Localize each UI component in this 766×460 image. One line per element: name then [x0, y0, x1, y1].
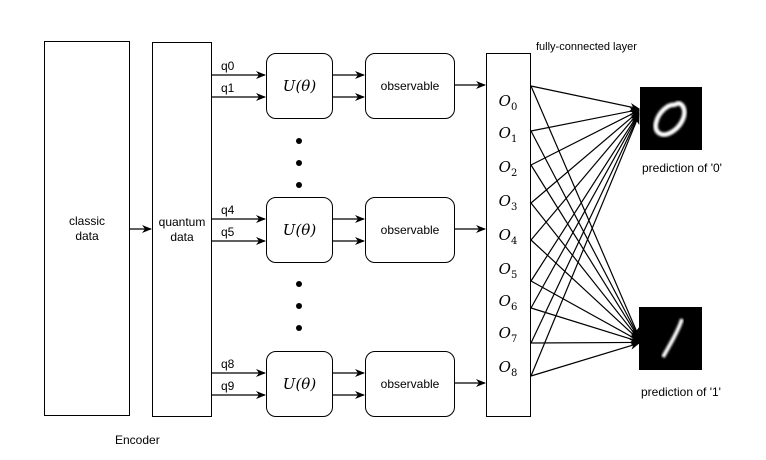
observable-box: observable [365, 351, 455, 417]
digit-image-0 [640, 87, 702, 150]
fc-connection-o1-to-pred1 [530, 130, 640, 339]
fc-output-index: 4 [510, 236, 518, 247]
ellipsis-dot [296, 281, 302, 287]
fc-connection-o2-to-pred0 [530, 109, 640, 166]
fc-connection-o5-to-pred0 [530, 111, 640, 282]
digit-zero-glyph [653, 101, 687, 137]
fc-output-symbol: O [498, 92, 511, 110]
fc-output-label: O2 [486, 158, 530, 179]
fc-connection-o6-to-pred0 [530, 112, 640, 309]
unitary-gate-box: U(θ) [266, 53, 333, 119]
quantum-data-box: quantum data [152, 42, 212, 417]
fc-output-label: O7 [486, 324, 530, 345]
qubit-label: q9 [221, 379, 235, 393]
fc-connection-o5-to-pred1 [530, 280, 640, 342]
fc-connection-o4-to-pred0 [530, 111, 640, 241]
ellipsis-dot [296, 138, 302, 144]
qubit-label: q4 [221, 203, 235, 217]
fc-layer-box [486, 53, 531, 417]
fc-connection-o7-to-pred1 [530, 338, 640, 347]
fc-connection-o3-to-pred1 [530, 202, 640, 340]
fc-output-symbol: O [498, 124, 511, 142]
fc-output-label: O4 [486, 226, 530, 247]
ellipsis-dot [296, 160, 302, 166]
classic-data-label-line2: data [75, 228, 99, 243]
observable-box: observable [365, 197, 455, 263]
observable-label: observable [380, 222, 440, 237]
fc-output-index: 6 [510, 302, 518, 313]
fc-connection-o1-to-pred0 [530, 107, 640, 132]
encoder-label: Encoder [115, 433, 160, 447]
qubit-label: q8 [221, 357, 235, 371]
prediction-label-1: prediction of '1' [641, 385, 721, 399]
fc-output-label: O1 [486, 124, 530, 145]
fc-layer-title: fully-connected layer [536, 41, 637, 53]
unitary-gate-box: U(θ) [266, 197, 333, 263]
fc-output-label: O6 [486, 292, 530, 313]
ellipsis-dot [296, 182, 302, 188]
ellipsis-dot [296, 325, 302, 331]
fc-output-symbol: O [498, 158, 511, 176]
fc-output-symbol: O [498, 192, 511, 210]
digit-one-glyph [661, 318, 684, 358]
unitary-gate-label: U(θ) [282, 220, 317, 239]
fc-connection-o0-to-pred0 [530, 85, 640, 111]
unitary-gate-label: U(θ) [282, 374, 317, 393]
quantum-data-label-line2: data [170, 229, 194, 244]
qubit-label: q1 [221, 81, 235, 95]
fc-output-index: 0 [510, 102, 518, 113]
fc-output-symbol: O [498, 324, 511, 342]
fc-output-symbol: O [498, 358, 511, 376]
fc-output-label: O5 [486, 260, 530, 281]
classic-data-box: classic data [44, 41, 130, 416]
ellipsis-dot [296, 303, 302, 309]
fc-output-index: 7 [510, 334, 518, 345]
fc-output-index: 8 [510, 368, 518, 379]
fc-output-symbol: O [498, 292, 511, 310]
fc-output-index: 2 [510, 168, 518, 179]
fc-output-index: 5 [510, 270, 518, 281]
fc-connection-o6-to-pred1 [530, 307, 640, 343]
quantum-data-label-line1: quantum [158, 214, 206, 229]
fc-output-symbol: O [498, 226, 511, 244]
prediction-label-0: prediction of '0' [642, 161, 722, 175]
unitary-gate-label: U(θ) [282, 76, 317, 95]
fc-output-label: O8 [486, 358, 530, 379]
digit-image-1 [639, 307, 702, 370]
fc-connection-o4-to-pred1 [530, 239, 640, 341]
fc-output-label: O3 [486, 192, 530, 213]
qubit-label: q0 [221, 59, 235, 73]
fc-connection-o3-to-pred0 [530, 110, 640, 204]
fc-output-label: O0 [486, 92, 530, 113]
qubit-label: q5 [221, 225, 235, 239]
fc-output-index: 3 [510, 202, 518, 213]
fc-connection-o7-to-pred0 [530, 113, 640, 344]
fc-output-index: 1 [510, 134, 518, 145]
observable-box: observable [365, 53, 455, 119]
fc-output-symbol: O [498, 260, 511, 278]
observable-label: observable [380, 376, 440, 391]
fc-connection-o8-to-pred1 [530, 341, 640, 377]
fc-connection-o8-to-pred0 [530, 114, 640, 377]
unitary-gate-box: U(θ) [266, 351, 333, 417]
observable-label: observable [380, 78, 440, 93]
classic-data-label-line1: classic [68, 213, 105, 228]
fc-connection-o2-to-pred1 [530, 164, 640, 340]
